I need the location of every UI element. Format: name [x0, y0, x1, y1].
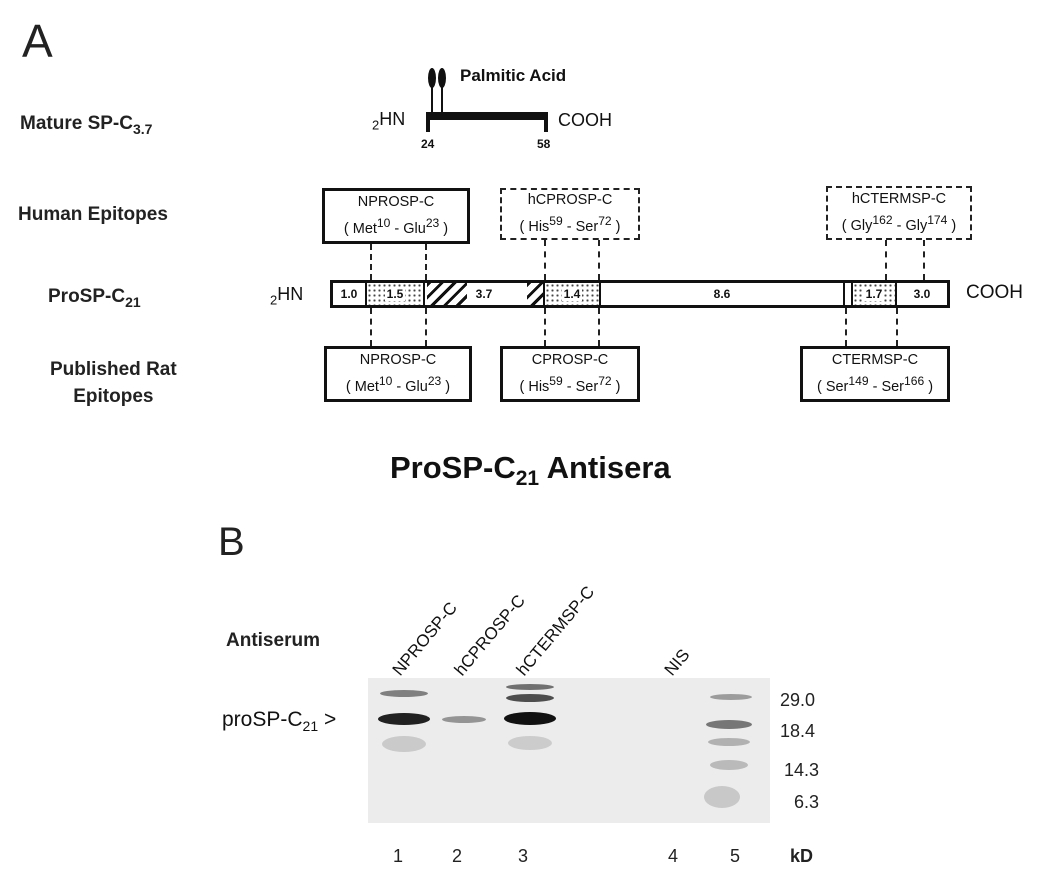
lane-number-5: 5 [730, 846, 741, 866]
panel-a-label: A [22, 15, 53, 67]
lane1-band-prospc [378, 713, 430, 725]
lane-label-hctermspc: hCTERMSP-C [512, 582, 599, 680]
connector-rat-n-left [370, 308, 372, 346]
connector-rat-term-left [845, 308, 847, 346]
mature-peptide-bar [426, 112, 548, 120]
mw-marker-29: 29.0 [780, 690, 816, 710]
segment-spacer [845, 283, 853, 305]
human-epitope-nprospc: NPROSP-C ( Met10 - Glu23 ) [322, 188, 470, 244]
connector-human-n-right [425, 244, 427, 280]
lane5-marker-29 [710, 694, 752, 700]
human-epitopes-label: Human Epitopes [18, 204, 168, 225]
prospc-bar: 1.0 1.5 3.7 1.4 8.6 1.7 3.0 [330, 280, 950, 308]
segment-1: 1.0 [333, 283, 367, 305]
lane-label-nis: NIS [660, 645, 694, 680]
connector-human-term-left [885, 240, 887, 280]
figure-title: ProSP-C21 Antisera [390, 450, 671, 491]
lane-number-2: 2 [452, 846, 463, 866]
lane3-band-upper [506, 694, 554, 702]
lane2-band-prospc [442, 716, 486, 723]
lane3-band-prospc [504, 712, 556, 725]
connector-human-c-right [598, 240, 600, 280]
mature-bar-left-tick [426, 112, 430, 132]
connector-human-n-left [370, 244, 372, 280]
lane-number-1: 1 [393, 846, 404, 866]
mature-n-terminus: 2HN [372, 109, 406, 133]
lane-number-3: 3 [518, 846, 529, 866]
connector-rat-c-right [598, 308, 600, 346]
band-label: proSP-C21 > [222, 708, 337, 735]
segment-2: 1.5 [367, 283, 425, 305]
connector-rat-c-left [544, 308, 546, 346]
rat-epitope-cprospc: CPROSP-C ( His59 - Ser72 ) [500, 346, 640, 402]
palmitoyl-groups [428, 68, 446, 114]
rat-epitope-nprospc: NPROSP-C ( Met10 - Glu23 ) [324, 346, 472, 402]
lane5-marker-14 [710, 760, 748, 770]
rat-epitope-ctermspc: CTERMSP-C ( Ser149 - Ser166 ) [800, 346, 950, 402]
human-epitope-hctermspc: hCTERMSP-C ( Gly162 - Gly174 ) [826, 186, 972, 240]
lane5-marker-16 [708, 738, 750, 746]
mature-bar-right-tick [544, 112, 548, 132]
connector-rat-term-right [896, 308, 898, 346]
kd-unit-label: kD [790, 846, 814, 866]
human-epitope-hcprospc: hCPROSP-C ( His59 - Ser72 ) [500, 188, 640, 240]
western-blot-gel [368, 678, 770, 823]
antiserum-label: Antiserum [226, 630, 320, 651]
palmitic-acid-label: Palmitic Acid [460, 66, 567, 85]
lane5-marker-6 [704, 786, 740, 808]
connector-rat-n-right [425, 308, 427, 346]
segment-5: 8.6 [601, 283, 845, 305]
lane1-smear [382, 736, 426, 752]
mw-marker-18: 18.4 [780, 721, 816, 741]
prospc-n-terminus: 2HN [270, 284, 304, 308]
segment-7: 3.0 [897, 283, 947, 305]
mw-marker-6: 6.3 [794, 792, 820, 812]
mw-marker-14: 14.3 [784, 760, 820, 780]
mature-end-residue: 58 [537, 137, 551, 151]
segment-6: 1.7 [853, 283, 897, 305]
rat-epitopes-label: Published Rat Epitopes [50, 359, 177, 407]
segment-4: 1.4 [545, 283, 601, 305]
lane-number-4: 4 [668, 846, 679, 866]
mature-c-terminus: COOH [558, 110, 612, 130]
lane3-band-top [506, 684, 554, 690]
prospc-c-terminus: COOH [966, 282, 1023, 303]
segment-3: 3.7 [425, 283, 545, 305]
lane3-smear [508, 736, 552, 750]
mature-spc-label: Mature SP-C3.7 [20, 113, 153, 137]
connector-human-term-right [923, 240, 925, 280]
lane1-band-upper [380, 690, 428, 697]
mature-start-residue: 24 [421, 137, 435, 151]
connector-human-c-left [544, 240, 546, 280]
lane5-marker-18 [706, 720, 752, 729]
panel-b-label: B [218, 520, 245, 564]
prospc-label: ProSP-C21 [48, 286, 141, 310]
